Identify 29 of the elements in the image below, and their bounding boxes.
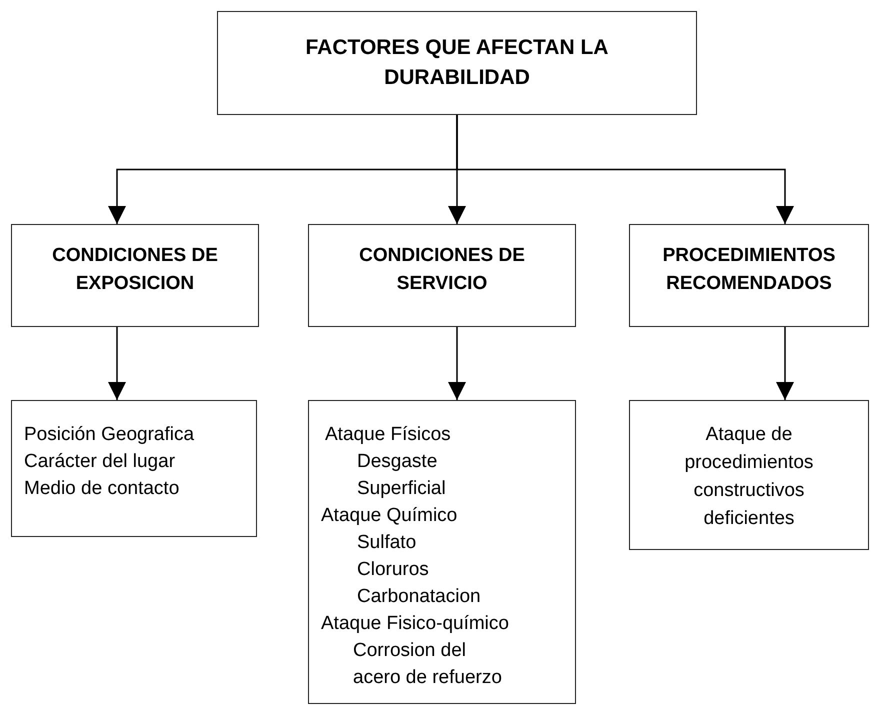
item-text: Corrosion del: [352, 639, 466, 663]
arrow: [448, 327, 466, 400]
item-text: Ataque Físicos: [324, 423, 451, 447]
title-box: [217, 11, 697, 115]
item-text: Ataque Fisico-químico: [320, 612, 509, 636]
detail-box: [308, 400, 576, 704]
item-text: Ataque Químico: [320, 504, 458, 528]
item-text: Medio de contacto: [23, 477, 180, 501]
arrow: [456, 115, 794, 224]
category-box: [308, 224, 576, 327]
item-text: Desgaste: [356, 450, 438, 474]
item-text: Cloruros: [356, 558, 429, 582]
item-text: acero de refuerzo: [352, 666, 502, 690]
item-text: Posición Geografica: [23, 423, 194, 447]
detail-box: [11, 400, 257, 537]
category-box: [11, 224, 259, 327]
item-text: Sulfato: [356, 531, 416, 555]
item-text: Ataque de procedimientos constructivos deficientes: [684, 423, 814, 531]
arrow: [776, 327, 794, 400]
heading-text: CONDICIONES DE SERVICIO: [358, 244, 526, 296]
heading-text: PROCEDIMIENTOS RECOMENDADOS: [662, 244, 836, 296]
detail-box: [629, 400, 869, 550]
heading-text: CONDICIONES DE EXPOSICION: [51, 244, 219, 296]
item-text: Superficial: [356, 477, 446, 501]
item-text: Carbonatacion: [356, 585, 481, 609]
item-text: Carácter del lugar: [23, 450, 176, 474]
heading-text: FACTORES QUE AFECTAN LA DURABILIDAD: [304, 35, 610, 91]
arrow: [108, 327, 126, 400]
category-box: [629, 224, 869, 327]
